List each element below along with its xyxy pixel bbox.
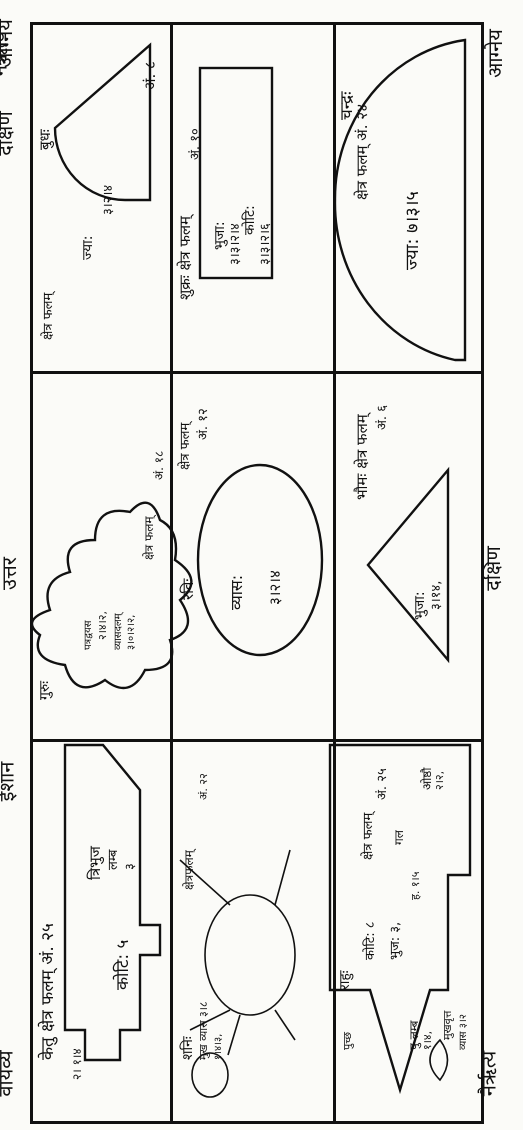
guru-sub: क्षेत्र फलम्: [142, 516, 156, 560]
bhauma-line2: ३।१४,: [429, 580, 444, 610]
grid-vline-1: [170, 25, 173, 1121]
ketu-l4: कोटि: ५: [113, 939, 133, 990]
shani-l2: १।४।३,: [213, 1033, 224, 1060]
shukra-heading: शुक्रः क्षेत्र फलम्: [176, 215, 194, 300]
budha-value: ज्या:: [80, 235, 96, 260]
ravi-line2: ३।२।४: [266, 570, 284, 605]
budha-deg: अं. ८: [141, 61, 159, 90]
rahu-l8: भुज: ३,: [388, 921, 403, 960]
shukra-sub: अं. १०: [188, 128, 203, 160]
ketu-heading: केतु क्षेत्र फलम् अं. २५: [38, 923, 58, 1060]
bhauma-heading: भौमः क्षेत्र फलम्: [353, 414, 371, 500]
ravi-sub: क्षेत्र फलम्: [178, 422, 193, 470]
bhauma-sub: अं. ६: [375, 405, 390, 430]
ketu-l5: २। १।४: [70, 1048, 84, 1080]
budha-value2: ३।२।४: [101, 184, 116, 215]
budha-heading: बुधः: [36, 129, 54, 150]
guru-line4: ३।०।२।२,: [126, 614, 137, 650]
ketu-shape: [63, 743, 162, 1062]
chandra-sub: क्षेत्र फलम् अं. २४: [353, 104, 371, 200]
guru-line3: व्यासदलम्: [113, 613, 124, 650]
guru-deg: अं. १८: [152, 450, 166, 480]
shani-heading: शनिः: [180, 1036, 196, 1060]
rahu-shape: [328, 743, 472, 1095]
rahu-l4: व्यास ३।२: [458, 1014, 469, 1050]
ketu-l3: ३: [123, 863, 138, 870]
guru-flower: [30, 501, 193, 690]
shani-deg: अं. २२: [197, 773, 210, 800]
shani-figure: [179, 849, 296, 1098]
chandra-value: ज्या: ७।३।५: [402, 191, 423, 270]
budha-sub: क्षेत्र फलम्: [41, 292, 56, 340]
ravi-ellipse: [196, 463, 324, 657]
rahu-l2: २।२,: [433, 770, 446, 790]
rahu-deg: अं. २५: [375, 768, 390, 800]
bhauma-triangle: [366, 466, 450, 664]
grid-hline-2: [33, 739, 481, 742]
rahu-l6: ह. १।५: [409, 871, 422, 900]
rahu-mouth-detail: [429, 1038, 449, 1082]
shukra-rectangle: [198, 66, 274, 280]
rahu-l7: कोटि: ८: [363, 921, 378, 960]
guru-line2: २।४।२,: [96, 611, 109, 640]
ketu-l1: त्रिभुज: [86, 846, 104, 880]
rahu-heading: राहुः: [337, 970, 353, 990]
ketu-l2: लम्ब: [106, 849, 121, 870]
rahu-l11: १।४,: [421, 1030, 434, 1050]
rahu-sub: क्षेत्र फलम्: [361, 812, 376, 860]
shukra-line4: ३।३।२।६: [258, 223, 273, 265]
grid-hline-1: [33, 371, 481, 374]
guru-heading: गुरुः: [37, 680, 53, 700]
chandra-semicircle: [333, 38, 467, 362]
grid-vline-2: [333, 25, 336, 1121]
rahu-l5: गल: [392, 830, 406, 845]
budha-half-circle: [53, 42, 152, 202]
shani-l1: मुख व्यास ३।८: [197, 1001, 210, 1060]
rahu-l3: मुखवृत्त: [441, 1010, 454, 1040]
shani-sub: क्षेत्रफलम्: [182, 850, 196, 890]
ravi-line1: व्यास:: [227, 574, 246, 610]
guru-line1: पत्रद्वयस: [83, 620, 94, 650]
ravi-heading: रविः: [179, 578, 197, 600]
rahu-l9: पुच्छ: [341, 1031, 354, 1050]
navagraha-grid: [30, 22, 484, 1124]
ravi-deg: अं. १२: [196, 408, 211, 440]
